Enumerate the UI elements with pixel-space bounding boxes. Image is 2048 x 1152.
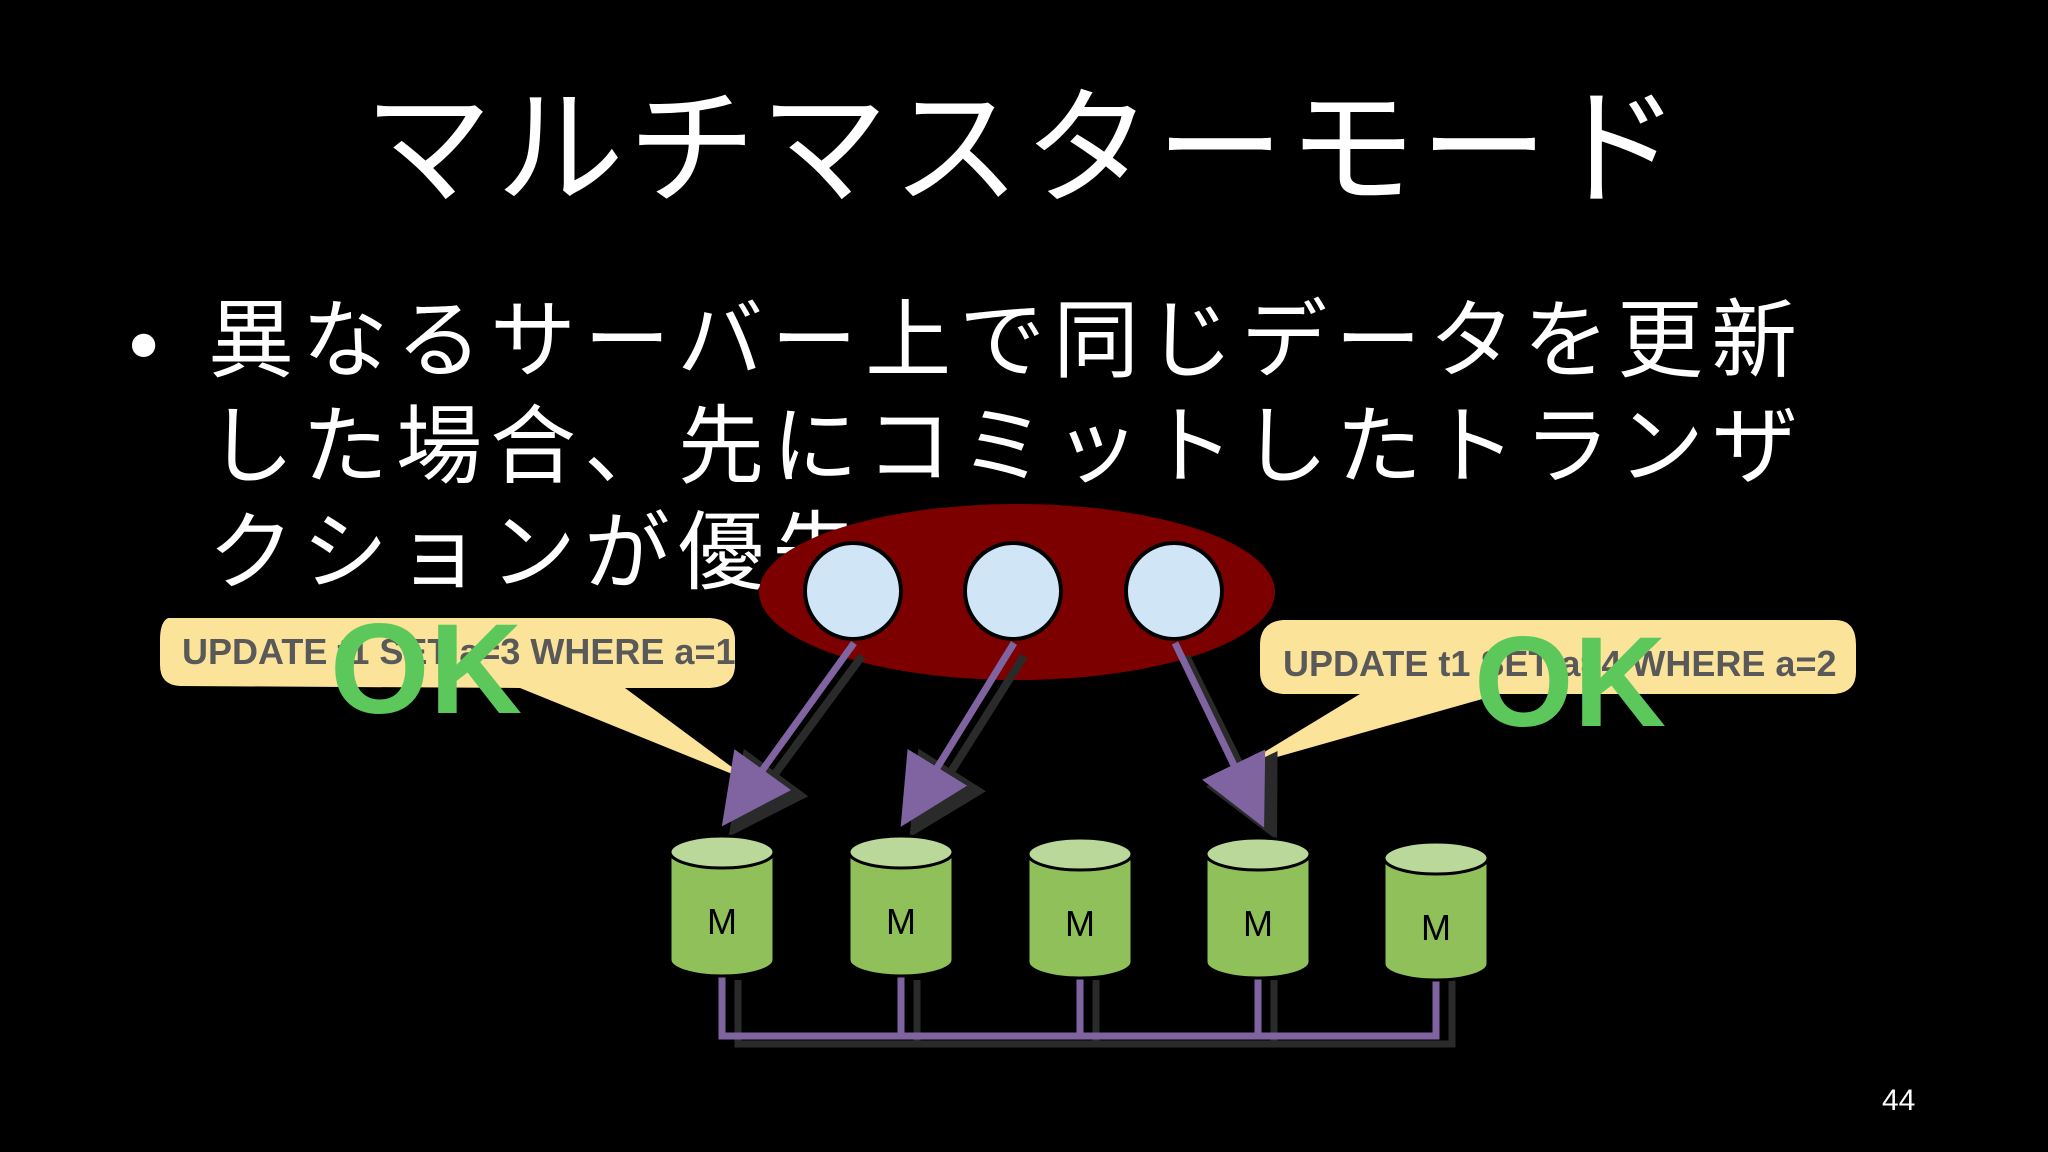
- status-ok-right: OK: [1474, 611, 1666, 754]
- master-db-3-label: M: [1065, 903, 1095, 944]
- client-node-3: [1124, 541, 1224, 641]
- master-db-2: M: [847, 834, 955, 978]
- client-node-2: [963, 541, 1063, 641]
- slide-title: マルチマスターモード: [363, 75, 1684, 224]
- master-db-1-label: M: [707, 901, 737, 942]
- master-db-1: M: [668, 834, 776, 978]
- bullet-marker: •: [120, 301, 168, 394]
- callout-right-bubble: [1238, 620, 1856, 768]
- callout-left-bubble: [160, 618, 752, 782]
- bullet-text: 異なるサーバー上で同じデータを更新した場合、先にコミットしたトランザクションが優…: [208, 291, 1806, 603]
- callout-left-text: UPDATE t1 SET a=3 WHERE a=1: [182, 631, 736, 672]
- master-db-4-label: M: [1243, 903, 1273, 944]
- arrow-client2-to-master2: [900, 641, 1017, 827]
- master-db-2-label: M: [886, 901, 916, 942]
- arrow-client3-to-master4: [1171, 641, 1266, 828]
- callout-right-text: UPDATE t1 SET a=4 WHERE a=2: [1283, 643, 1837, 684]
- master-db-5-label: M: [1421, 907, 1451, 948]
- status-ok-left: OK: [330, 598, 522, 741]
- replication-bus: [718, 972, 1456, 1048]
- master-db-3: M: [1026, 836, 1134, 980]
- master-db-5: M: [1382, 840, 1490, 982]
- page-number: 44: [1882, 1084, 1916, 1117]
- arrow-client1-to-master1: [721, 640, 857, 827]
- client-node-1: [803, 541, 903, 641]
- master-db-4: M: [1204, 836, 1312, 980]
